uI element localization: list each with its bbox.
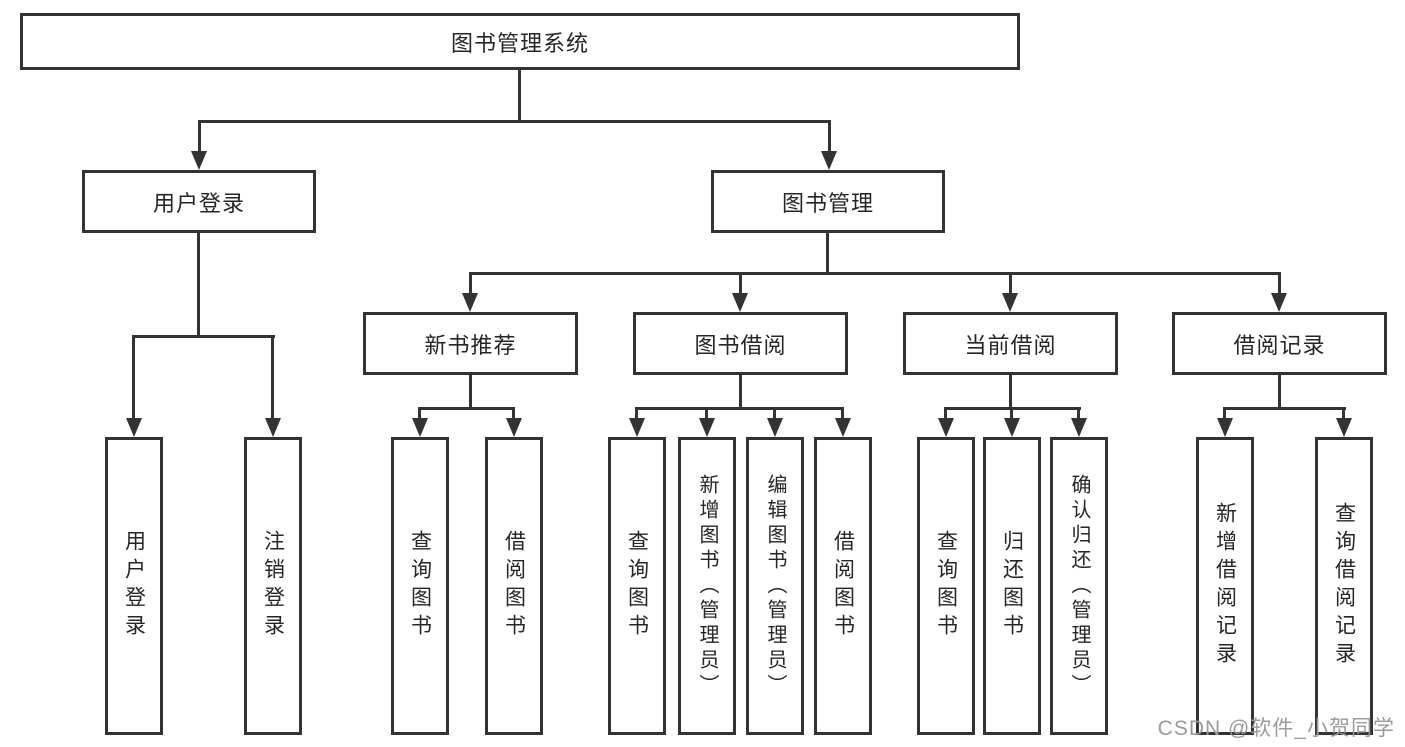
node-book-management: 图书管理 — [711, 170, 945, 233]
node-new-book-recommend: 新书推荐 — [363, 312, 578, 375]
leaf-borrow-book: 借阅图书 — [814, 437, 872, 735]
arrowhead-down-icon — [506, 418, 522, 437]
arrowhead-down-icon — [1004, 418, 1020, 437]
leaf-confirm-return-admin: 确认归还（管理员） — [1050, 437, 1108, 735]
edge-line — [1010, 407, 1013, 420]
edge-line — [841, 407, 844, 420]
edge-line — [469, 375, 472, 407]
edge-line — [518, 70, 521, 120]
arrowhead-down-icon — [462, 293, 478, 312]
edge-line — [635, 407, 638, 420]
edge-line — [1223, 407, 1346, 410]
arrowhead-down-icon — [835, 418, 851, 437]
node-book-borrow: 图书借阅 — [633, 312, 848, 375]
edge-line — [469, 272, 1281, 275]
edge-line — [739, 272, 742, 295]
edge-line — [739, 375, 742, 407]
node-user-login: 用户登录 — [82, 170, 316, 233]
edge-line — [512, 407, 515, 420]
edge-line — [1009, 375, 1012, 407]
arrowhead-down-icon — [629, 418, 645, 437]
arrowhead-down-icon — [1002, 293, 1018, 312]
edge-line — [1223, 407, 1226, 420]
arrowhead-down-icon — [412, 418, 428, 437]
arrowhead-down-icon — [126, 418, 142, 437]
arrowhead-down-icon — [767, 418, 783, 437]
leaf-logout: 注销登录 — [244, 437, 302, 735]
edge-line — [773, 407, 776, 420]
leaf-add-book-admin: 新增图书（管理员） — [678, 437, 736, 735]
arrowhead-down-icon — [821, 151, 837, 170]
edge-line — [1278, 272, 1281, 295]
edge-line — [944, 407, 947, 420]
edge-line — [198, 120, 831, 123]
arrowhead-down-icon — [1071, 418, 1087, 437]
leaf-query-book-borrow: 查询图书 — [608, 437, 666, 735]
edge-line — [826, 233, 829, 272]
leaf-borrow-book-recommend: 借阅图书 — [485, 437, 543, 735]
edge-line — [132, 335, 135, 420]
edge-line — [197, 233, 200, 335]
edge-line — [705, 407, 708, 420]
arrowhead-down-icon — [732, 293, 748, 312]
leaf-return-book: 归还图书 — [983, 437, 1041, 735]
arrowhead-down-icon — [265, 418, 281, 437]
edge-line — [828, 120, 831, 153]
arrowhead-down-icon — [1217, 418, 1233, 437]
edge-line — [418, 407, 515, 410]
leaf-edit-book-admin: 编辑图书（管理员） — [746, 437, 804, 735]
node-borrow-records: 借阅记录 — [1172, 312, 1387, 375]
edge-line — [635, 407, 844, 410]
csdn-watermark: CSDN @软件_小贺同学 — [1157, 717, 1395, 740]
node-current-borrow: 当前借阅 — [903, 312, 1118, 375]
leaf-query-book-recommend: 查询图书 — [391, 437, 449, 735]
leaf-add-borrow-record: 新增借阅记录 — [1196, 437, 1254, 735]
edge-line — [1077, 407, 1080, 420]
edge-line — [1342, 407, 1345, 420]
edge-line — [271, 335, 274, 420]
arrowhead-down-icon — [191, 151, 207, 170]
leaf-user-login: 用户登录 — [105, 437, 163, 735]
edge-line — [132, 335, 275, 338]
arrowhead-down-icon — [938, 418, 954, 437]
arrowhead-down-icon — [699, 418, 715, 437]
leaf-query-borrow-record: 查询借阅记录 — [1315, 437, 1373, 735]
edge-line — [418, 407, 421, 420]
arrowhead-down-icon — [1271, 293, 1287, 312]
leaf-query-book-current: 查询图书 — [917, 437, 975, 735]
edge-line — [1278, 375, 1281, 407]
node-root-system: 图书管理系统 — [20, 13, 1020, 70]
arrowhead-down-icon — [1336, 418, 1352, 437]
edge-line — [1009, 272, 1012, 295]
edge-line — [198, 120, 201, 153]
edge-line — [469, 272, 472, 295]
